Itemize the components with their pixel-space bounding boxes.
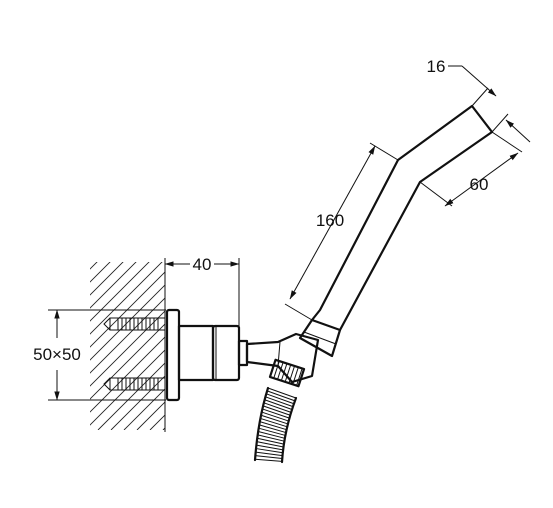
nut-knurl-line bbox=[296, 368, 303, 386]
hose-rib-line bbox=[261, 411, 289, 422]
wall-hatch-line bbox=[90, 262, 139, 430]
wall-hatch-line bbox=[90, 262, 165, 430]
hose-rib-line bbox=[266, 393, 295, 405]
nut-knurl-line bbox=[277, 362, 284, 380]
dimension-arm-length bbox=[284, 142, 399, 321]
hose-rib-line bbox=[262, 405, 291, 416]
arm-diameter-label: 16 bbox=[427, 57, 446, 76]
hose-rib-line bbox=[257, 434, 285, 442]
wall-hatch-line bbox=[90, 262, 152, 430]
dimension-head-length bbox=[419, 131, 523, 207]
wall-hatch-line bbox=[110, 262, 165, 430]
hose-rib-line bbox=[255, 451, 283, 457]
wall-anchor-upper bbox=[103, 317, 166, 331]
hose-rib-line bbox=[263, 402, 292, 413]
wall-hatch-line bbox=[123, 262, 165, 430]
wall-hatch-line bbox=[241, 260, 411, 430]
hose-rib-line bbox=[258, 427, 286, 436]
hose-rib-line bbox=[267, 387, 297, 399]
hose-rib-line bbox=[264, 399, 293, 410]
nut-knurl-line bbox=[288, 365, 296, 384]
hose-rib-line bbox=[255, 448, 283, 454]
hose-rib-line bbox=[256, 444, 284, 451]
nut-knurl-line bbox=[292, 367, 299, 385]
hose-rib-line bbox=[257, 437, 285, 445]
hose-rib-line bbox=[259, 424, 287, 434]
wall-hatch-line bbox=[90, 262, 165, 430]
dimension-base-size bbox=[48, 309, 166, 401]
hose-rib-line bbox=[260, 414, 289, 425]
nut-knurl-line bbox=[284, 364, 292, 383]
hose-rib-line bbox=[256, 441, 284, 448]
hose-rib-line bbox=[259, 421, 287, 431]
wall-hatch-line bbox=[90, 262, 126, 430]
wall-hatch-line bbox=[97, 262, 165, 430]
dimension-arm-diameter bbox=[448, 65, 531, 143]
wall-hatch-line bbox=[90, 262, 165, 430]
wall-hatch-line bbox=[215, 260, 385, 430]
hose-rib-line bbox=[255, 455, 283, 459]
hose-rib-line bbox=[260, 417, 288, 428]
shower-arm bbox=[298, 104, 494, 358]
hose-rib-line bbox=[265, 396, 294, 408]
nut-knurl-line bbox=[280, 363, 288, 381]
wall-hatch-line bbox=[90, 262, 165, 430]
base-size-label: 50×50 bbox=[33, 345, 81, 364]
wall-hatch-line bbox=[176, 260, 346, 430]
wall-flange bbox=[165, 308, 249, 402]
wall-hatching bbox=[90, 260, 437, 430]
hose-rib-line bbox=[258, 431, 285, 439]
hose bbox=[253, 386, 298, 464]
head-length-label: 60 bbox=[470, 175, 489, 194]
wall-hatch-line bbox=[267, 260, 437, 430]
wall-hatch-line bbox=[90, 262, 165, 430]
hose-rib-line bbox=[262, 408, 290, 419]
wall-hatch-line bbox=[90, 262, 165, 430]
wall-anchor-lower bbox=[103, 377, 166, 391]
wall-offset-label: 40 bbox=[193, 255, 212, 274]
nut-knurl-line bbox=[273, 360, 280, 379]
wall-hatch-line bbox=[136, 262, 165, 430]
wall-hatch-line bbox=[90, 262, 165, 430]
dimension-wall-offset bbox=[164, 258, 240, 326]
wall-hatch-line bbox=[90, 262, 165, 430]
swivel-joint bbox=[245, 332, 320, 388]
arm-length-label: 160 bbox=[316, 211, 344, 230]
hose-rib-line bbox=[266, 390, 296, 402]
hose-rib-line bbox=[255, 458, 283, 462]
